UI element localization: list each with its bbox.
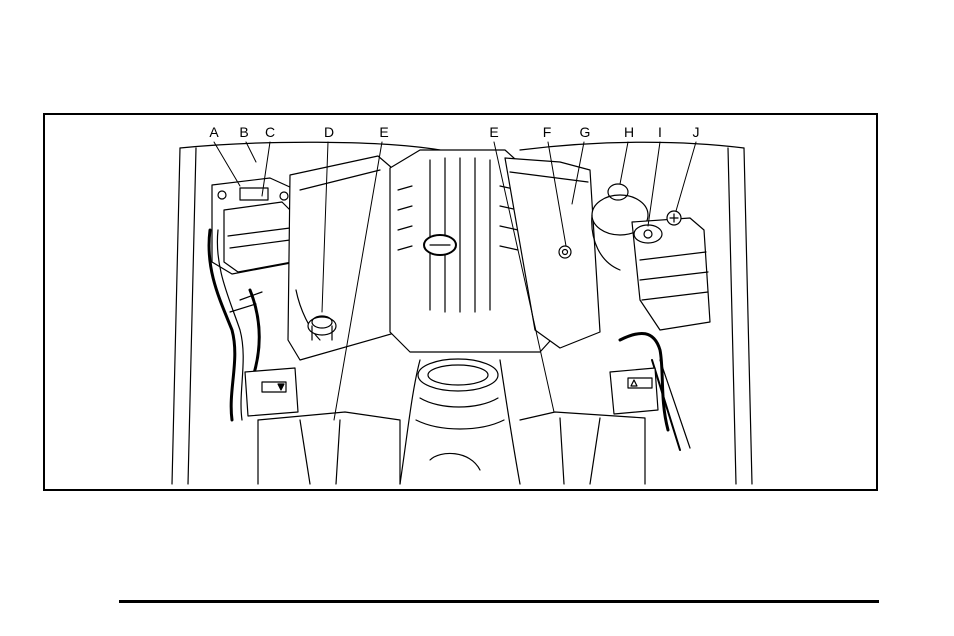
callout-label-f: F	[543, 124, 552, 140]
footer-rule	[119, 600, 879, 603]
left-engine-cover	[288, 156, 398, 360]
callout-label-e-right: E	[489, 124, 498, 140]
callout-label-c: C	[265, 124, 275, 140]
callout-label-b: B	[239, 124, 248, 140]
fuse-block	[212, 178, 296, 274]
callout-label-i: I	[658, 124, 662, 140]
air-intake-duct	[400, 359, 520, 484]
callout-label-e-left: E	[379, 124, 388, 140]
coolant-surge-tank	[632, 211, 710, 330]
callout-label-h: H	[624, 124, 634, 140]
callout-label-d: D	[324, 124, 334, 140]
callout-label-j: J	[693, 124, 700, 140]
callout-label-g: G	[580, 124, 591, 140]
fill-cap-right	[559, 246, 571, 258]
callout-label-a: A	[209, 124, 218, 140]
